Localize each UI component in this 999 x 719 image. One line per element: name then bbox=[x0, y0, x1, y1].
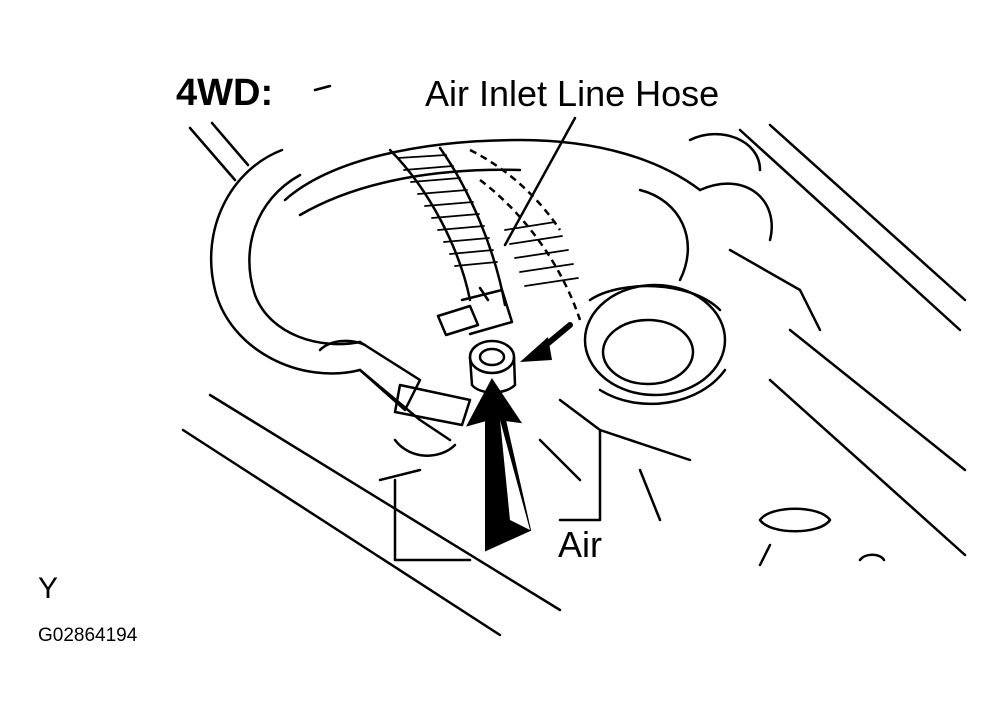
figure-code: G02864194 bbox=[38, 625, 138, 646]
housing-dome bbox=[283, 132, 822, 332]
drive-type-title: 4WD: bbox=[176, 72, 274, 114]
frame-outlines bbox=[181, 84, 967, 637]
air-flow-label: Air bbox=[558, 524, 602, 565]
mounting-bracket bbox=[393, 398, 886, 567]
air-inlet-line-hose bbox=[388, 146, 582, 321]
round-cover bbox=[583, 283, 727, 406]
view-letter: Y bbox=[38, 572, 59, 605]
air-flow-arrow bbox=[466, 378, 532, 552]
hose-clamp bbox=[436, 286, 514, 337]
curved-pipe-left bbox=[210, 148, 422, 412]
lower-connector bbox=[318, 339, 472, 482]
pointer-arrow bbox=[520, 322, 573, 362]
air-inlet-line-hose-label: Air Inlet Line Hose bbox=[425, 73, 720, 114]
hose-leader-line bbox=[503, 116, 577, 247]
